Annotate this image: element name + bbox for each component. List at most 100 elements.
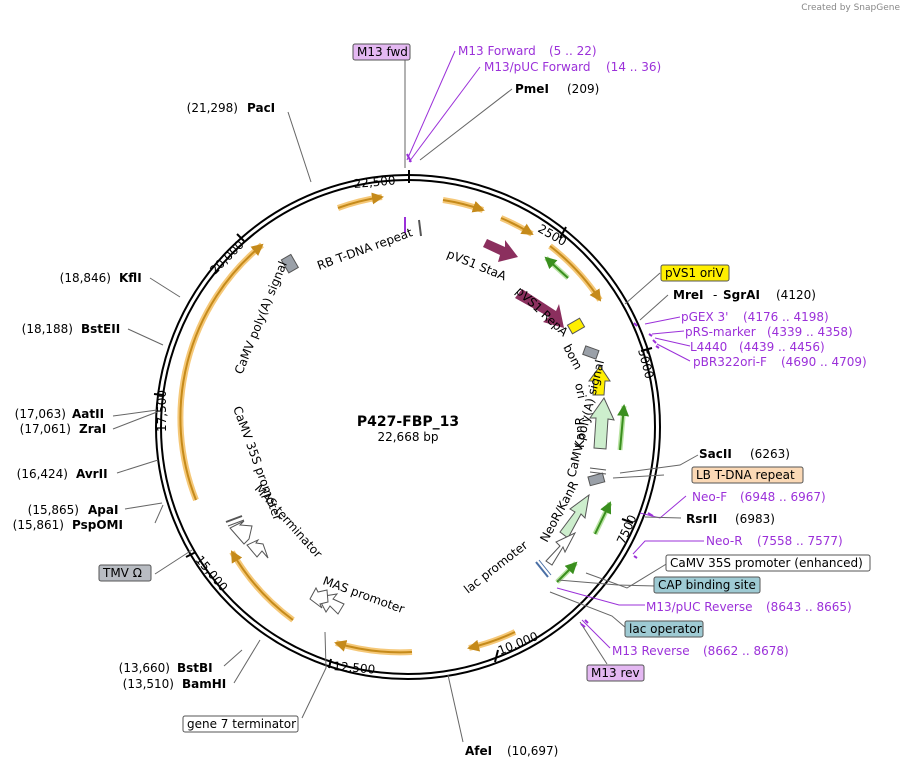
site-paci: (21,298) PacI: [187, 101, 276, 115]
svg-text:(6263): (6263): [750, 447, 790, 461]
svg-text:(17,063): (17,063): [15, 407, 66, 421]
label-gene7: gene 7 terminator: [182, 715, 299, 733]
label-camv35s-enh: CaMV 35S promoter (enhanced): [665, 554, 871, 572]
svg-text:(4120): (4120): [776, 288, 816, 302]
svg-text:BstBI: BstBI: [177, 661, 213, 675]
site-bsteii: (18,188) BstEII: [22, 322, 121, 336]
tick-label-15000: 15,000: [193, 553, 231, 594]
primer-pbr322ori: pBR322ori-F (4690 .. 4709): [693, 355, 867, 369]
neor-kanr-arrow: [559, 493, 590, 539]
site-afei: AfeI (10,697): [465, 744, 558, 758]
svg-text:ZraI: ZraI: [79, 422, 106, 436]
svg-text:(8662 .. 8678): (8662 .. 8678): [703, 644, 789, 658]
svg-text:(10,697): (10,697): [507, 744, 558, 758]
tick-label-5000: 5000: [635, 347, 656, 380]
label-lac-operator: lac operator: [624, 620, 704, 638]
tick-label-20000: 20,000: [207, 238, 247, 278]
site-aatii: (17,063) AatII: [15, 407, 104, 421]
feature-ori: ori: [572, 382, 589, 400]
svg-text:CAP binding site: CAP binding site: [658, 578, 756, 592]
feature-rb-tdna: RB T-DNA repeat: [315, 225, 414, 273]
primer-marks: [406, 153, 660, 628]
primer-m13puc-reverse: M13/pUC Reverse (8643 .. 8665): [646, 600, 852, 614]
label-tmv: TMV Ω: [98, 564, 152, 582]
label-m13-fwd: M13 fwd: [352, 43, 411, 61]
site-rsrii: RsrII (6983): [686, 512, 775, 526]
feature-camv-polya-left: CaMV poly(A) signal: [232, 259, 290, 376]
svg-text:-: -: [713, 288, 717, 302]
svg-text:(14 .. 36): (14 .. 36): [606, 60, 661, 74]
svg-text:lac operator: lac operator: [629, 622, 702, 636]
svg-text:gene 7 terminator: gene 7 terminator: [187, 717, 296, 731]
label-lb-tdna: LB T-DNA repeat: [691, 466, 804, 484]
ori-arrow: [588, 365, 611, 396]
svg-text:PacI: PacI: [247, 101, 275, 115]
primer-neo-f: Neo-F (6948 .. 6967): [692, 490, 826, 504]
svg-text:Neo-F: Neo-F: [692, 490, 727, 504]
svg-text:pRS-marker: pRS-marker: [685, 325, 756, 339]
svg-text:(15,861): (15,861): [13, 518, 64, 532]
svg-text:M13 fwd: M13 fwd: [357, 45, 408, 59]
svg-text:pVS1 oriV: pVS1 oriV: [665, 266, 725, 280]
svg-text:ApaI: ApaI: [88, 503, 118, 517]
svg-text:PmeI: PmeI: [515, 82, 549, 96]
pvs1-repa-arrow: [515, 289, 564, 328]
site-bstbi: (13,660) BstBI: [119, 661, 213, 675]
svg-text:(4339 .. 4358): (4339 .. 4358): [767, 325, 853, 339]
svg-text:(16,424): (16,424): [17, 467, 68, 481]
tick-label-7500: 7500: [614, 513, 640, 547]
svg-text:CaMV 35S promoter (enhanced): CaMV 35S promoter (enhanced): [670, 556, 863, 570]
tick-label-22500: 22,500: [353, 173, 396, 191]
svg-text:(8643 .. 8665): (8643 .. 8665): [766, 600, 852, 614]
svg-text:M13 Reverse: M13 Reverse: [612, 644, 690, 658]
svg-text:RsrII: RsrII: [686, 512, 717, 526]
pvs1-staa-arrow: [483, 239, 518, 262]
svg-text:(4690 .. 4709): (4690 .. 4709): [781, 355, 867, 369]
direction-arrows: [177, 192, 603, 656]
svg-text:(6983): (6983): [735, 512, 775, 526]
svg-text:MreI: MreI: [673, 288, 703, 302]
camv35s-promoter-arrow: [229, 520, 253, 545]
svg-text:(5 .. 22): (5 .. 22): [549, 44, 597, 58]
tick-label-17500: 17,500: [155, 390, 169, 432]
bom-block: [582, 345, 600, 360]
svg-text:pBR322ori-F: pBR322ori-F: [693, 355, 767, 369]
svg-text:(13,660): (13,660): [119, 661, 170, 675]
svg-text:M13/pUC Reverse: M13/pUC Reverse: [646, 600, 753, 614]
primer-m13-reverse: M13 Reverse (8662 .. 8678): [612, 644, 789, 658]
site-apai: (15,865) ApaI: [28, 503, 119, 517]
site-bamhi: (13,510) BamHI: [123, 677, 227, 691]
primer-prs-marker: pRS-marker (4339 .. 4358): [685, 325, 853, 339]
scale-ticks: [153, 170, 653, 669]
mas-terminator-arrow: [246, 538, 269, 559]
pvs1-oriv-block: [566, 317, 586, 335]
mas-promoter-arrow-b: [309, 586, 329, 609]
feature-kanr: KanR: [573, 417, 587, 448]
feature-camv35s-promoter: CaMV 35S promoter: [230, 404, 284, 522]
svg-text:(209): (209): [567, 82, 599, 96]
snapgene-credit: Created by SnapGene: [801, 3, 900, 13]
svg-text:LB T-DNA repeat: LB T-DNA repeat: [696, 468, 795, 482]
primer-l4440: L4440 (4439 .. 4456): [690, 340, 825, 354]
feature-pvs1-repa: pVS1 RepA: [513, 284, 571, 340]
svg-text:(4176 .. 4198): (4176 .. 4198): [743, 310, 829, 324]
site-mrei-sgrai: MreI - SgrAI (4120): [673, 288, 816, 302]
svg-text:M13 rev: M13 rev: [591, 666, 640, 680]
site-sacii: SacII (6263): [699, 447, 790, 461]
site-kfli: (18,846) KflI: [60, 271, 142, 285]
feature-blocks: [225, 217, 615, 615]
svg-text:BamHI: BamHI: [182, 677, 226, 691]
svg-text:BstEII: BstEII: [81, 322, 120, 336]
primer-pgex3: pGEX 3' (4176 .. 4198): [681, 310, 829, 324]
svg-text:pGEX 3': pGEX 3': [681, 310, 728, 324]
camv-polya-block-right: [587, 472, 606, 487]
site-pmei: PmeI (209): [515, 82, 599, 96]
svg-text:Neo-R: Neo-R: [706, 534, 743, 548]
svg-text:M13/pUC Forward: M13/pUC Forward: [484, 60, 591, 74]
svg-text:(21,298): (21,298): [187, 101, 238, 115]
leader-lines: [112, 50, 704, 743]
svg-text:L4440: L4440: [690, 340, 727, 354]
svg-text:AfeI: AfeI: [465, 744, 492, 758]
svg-text:(6948 .. 6967): (6948 .. 6967): [740, 490, 826, 504]
primer-neo-r: Neo-R (7558 .. 7577): [706, 534, 843, 548]
